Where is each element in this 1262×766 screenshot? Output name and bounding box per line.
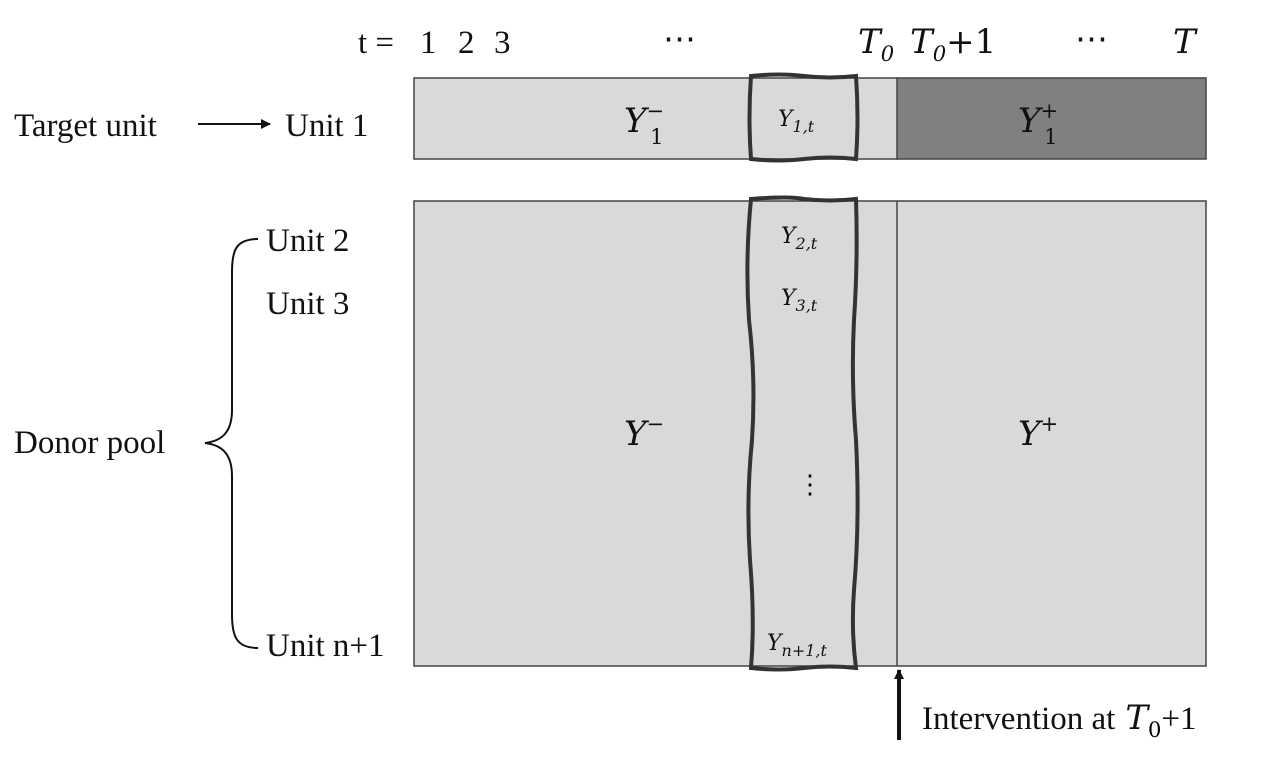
unit-2-label: Unit 2 — [266, 223, 349, 259]
tick-2: 2 — [458, 25, 475, 61]
intervention-text: Intervention at — [922, 701, 1115, 737]
tick-t0p1-sub: 0 — [933, 41, 946, 66]
target-post-symbol: Y+1 — [1018, 98, 1058, 149]
donor-brace — [204, 238, 259, 649]
unit-n-plus-1-label: Unit n+1 — [266, 628, 385, 664]
donor-cell-3-base: Y — [781, 286, 798, 311]
tick-1: 1 — [420, 25, 437, 61]
donor-cell-2-base: Y — [781, 224, 798, 249]
donor-column-frame — [745, 195, 860, 672]
donor-cell-2-sub: 2,t — [795, 234, 818, 253]
tick-t-end: T — [1173, 22, 1198, 62]
intervention-suffix: +1 — [1161, 701, 1196, 737]
donor-pool: Donor pool Unit 2 Unit 3 Unit n+1 Y− Y+ … — [14, 195, 1207, 672]
donor-cell-n-plus-1: Yn+1,t — [767, 631, 828, 660]
tick-ellipsis-pre: ⋯ — [663, 22, 696, 58]
target-cell: Y1,t — [778, 107, 815, 136]
target-unit-row: Target unit Unit 1 Y−1 Y+1 Y1,t — [14, 72, 1207, 163]
donor-cell-3-sub: 3,t — [796, 296, 818, 315]
target-post-block — [896, 77, 1207, 160]
donor-block — [413, 200, 1207, 667]
donor-post-base: Y — [1018, 414, 1044, 454]
target-pre-sup: − — [646, 98, 664, 123]
intervention-t: T — [1125, 698, 1150, 738]
intervention-t-sub: 0 — [1148, 718, 1161, 742]
target-pre-block — [413, 77, 899, 160]
target-pre-sub: 1 — [650, 124, 663, 149]
target-cell-base: Y — [778, 107, 795, 132]
tick-t0-sub: 0 — [881, 41, 894, 66]
tick-t0p1-base: T — [910, 22, 935, 62]
donor-vdots: ⋮ — [797, 470, 823, 499]
tick-t0: T0 — [858, 22, 894, 66]
donor-pre-sup: − — [646, 411, 664, 436]
target-post-sup: + — [1040, 98, 1058, 123]
time-axis-prefix: t = — [358, 25, 394, 61]
tick-ellipsis-post: ⋯ — [1075, 22, 1108, 58]
donor-cell-n-sub: n+1,t — [782, 641, 828, 660]
unit-3-label: Unit 3 — [266, 286, 349, 322]
donor-pool-label: Donor pool — [14, 425, 165, 461]
donor-post-symbol: Y+ — [1018, 411, 1058, 454]
target-pre-symbol: Y−1 — [624, 98, 664, 149]
target-cell-sub: 1,t — [793, 117, 815, 136]
donor-cell-n-base: Y — [767, 631, 784, 656]
unit-1-label: Unit 1 — [285, 108, 368, 144]
donor-cell-2: Y2,t — [781, 224, 818, 253]
time-axis: t = 1 2 3 ⋯ T0 T0+1 ⋯ T — [358, 22, 1198, 66]
target-unit-label: Target unit — [14, 108, 157, 144]
donor-cell-3: Y3,t — [781, 286, 818, 315]
intervention-marker: Intervention at T0+1 — [894, 669, 1197, 742]
donor-pre-symbol: Y− — [624, 411, 664, 454]
tick-t0p1-suffix: +1 — [946, 22, 996, 62]
target-post-base: Y — [1018, 101, 1044, 141]
tick-t0-base: T — [858, 22, 883, 62]
donor-pre-base: Y — [624, 414, 650, 454]
target-cell-frame — [747, 72, 860, 163]
intervention-label: Intervention at T0+1 — [922, 698, 1197, 742]
donor-post-sup: + — [1040, 411, 1058, 436]
target-post-sub: 1 — [1044, 124, 1057, 149]
target-pre-base: Y — [624, 101, 650, 141]
tick-3: 3 — [494, 25, 511, 61]
tick-t0-plus-1: T0+1 — [910, 22, 996, 66]
